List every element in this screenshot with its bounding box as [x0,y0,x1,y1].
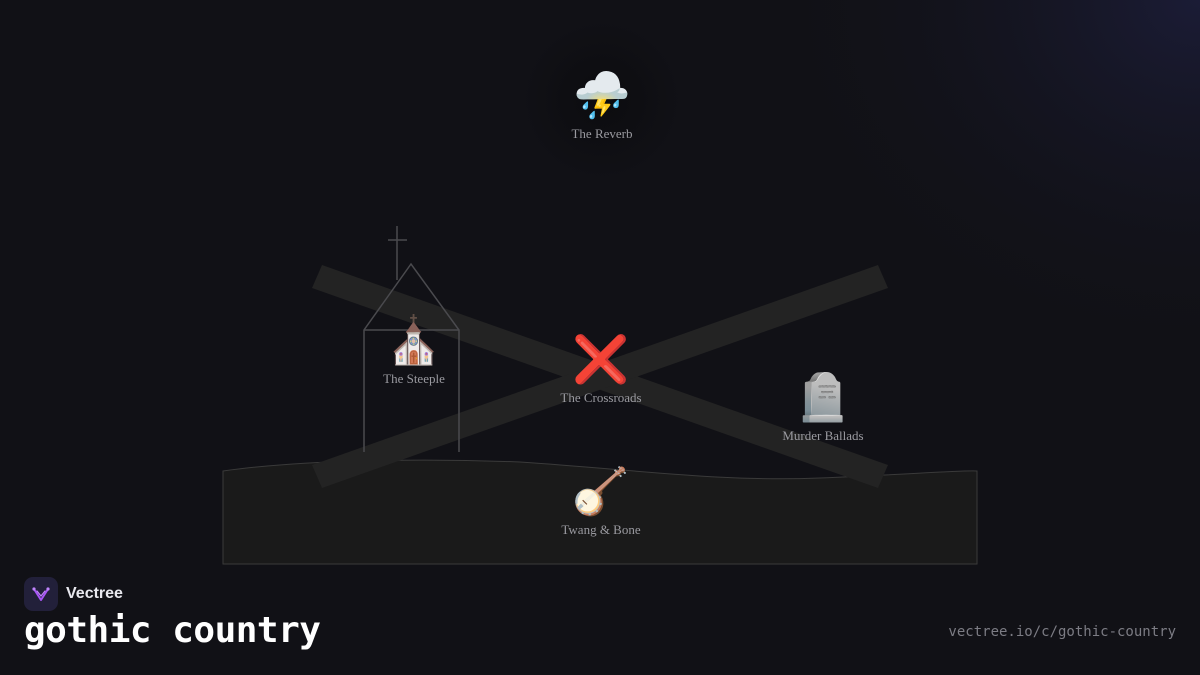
node-label: Murder Ballads [782,428,864,443]
node-label: Twang & Bone [561,522,641,537]
church-icon: ⛪ [385,313,443,367]
page-url[interactable]: vectree.io/c/gothic-country [948,624,1176,640]
node-twang-and-bone[interactable]: 🪕 Twang & Bone [521,464,681,538]
page-title: gothic country [24,610,321,651]
storm-cloud-icon: ⛈️ [573,68,631,122]
brand[interactable]: Vectree [24,577,123,611]
cross-mark-icon: ❌ [572,332,630,386]
node-murder-ballads[interactable]: 🪦 Murder Ballads [743,370,903,444]
node-label: The Reverb [571,126,633,141]
node-the-steeple[interactable]: ⛪ The Steeple [334,313,494,387]
church-outline [363,226,460,452]
node-the-reverb[interactable]: ⛈️ The Reverb [522,68,682,142]
road-right-diagonal [312,265,888,488]
storm-glow [522,20,682,180]
node-label: The Crossroads [560,390,642,405]
node-the-crossroads[interactable]: ❌ The Crossroads [521,332,681,406]
node-label: The Steeple [383,371,445,386]
banjo-icon: 🪕 [572,464,630,518]
logo-icon [24,577,58,611]
headstone-icon: 🪦 [794,370,852,424]
brand-name: Vectree [66,585,123,602]
